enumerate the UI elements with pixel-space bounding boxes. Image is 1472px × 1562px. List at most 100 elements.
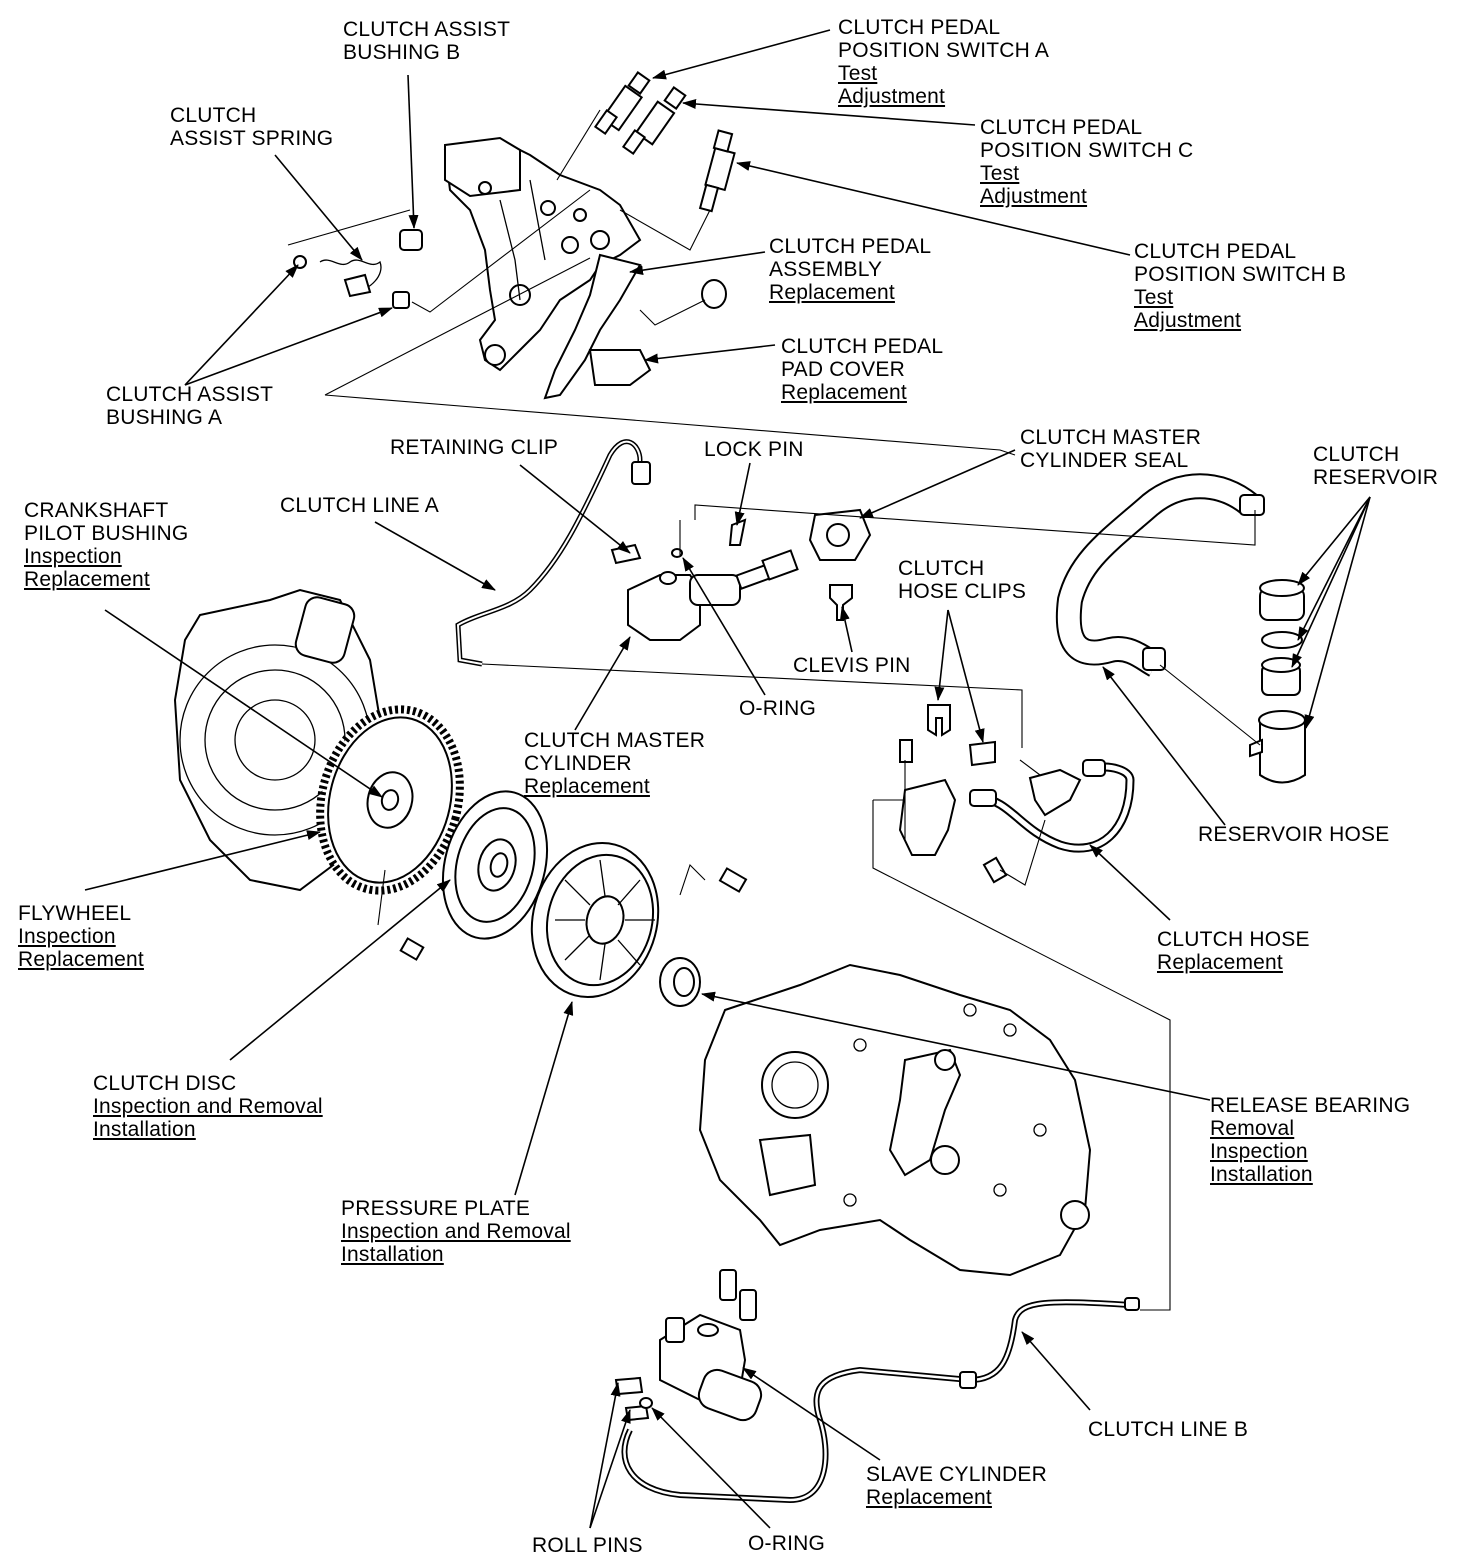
link-replacement[interactable]: Replacement [24, 568, 150, 591]
label-line: ASSIST SPRING [170, 127, 334, 150]
label-clutch-assist-bushing-b: CLUTCH ASSIST BUSHING B [343, 18, 510, 64]
label-clutch-master-cylinder: CLUTCH MASTER CYLINDER Replacement [524, 729, 705, 798]
label-line: CLUTCH PEDAL [1134, 240, 1297, 263]
label-line: CLUTCH [898, 557, 985, 580]
label-clutch-line-b: CLUTCH LINE B [1088, 1418, 1248, 1441]
label-pressure-plate: PRESSURE PLATE Inspection and Removal In… [341, 1197, 571, 1266]
link-adjustment[interactable]: Adjustment [1134, 309, 1242, 332]
link-inspection[interactable]: Inspection [18, 925, 116, 948]
label-line: CLUTCH LINE B [1088, 1418, 1249, 1441]
label-line: FLYWHEEL [18, 902, 132, 925]
label-clutch-pedal-pad-cover: CLUTCH PEDAL PAD COVER Replacement [781, 335, 943, 404]
label-line: O-RING [748, 1532, 826, 1555]
label-line: ROLL PINS [532, 1534, 643, 1557]
o-ring-lower-part [639, 1397, 653, 1409]
label-line: RELEASE BEARING [1210, 1094, 1411, 1117]
link-replacement[interactable]: Replacement [18, 948, 144, 971]
link-installation[interactable]: Installation [1210, 1163, 1313, 1186]
clutch-master-cylinder-part [627, 549, 799, 641]
link-inspection-and-removal[interactable]: Inspection and Removal [93, 1095, 323, 1118]
label-roll-pins: ROLL PINS [532, 1534, 643, 1557]
link-adjustment[interactable]: Adjustment [980, 185, 1088, 208]
link-replacement[interactable]: Replacement [769, 281, 895, 304]
pedal-bushing-part [701, 279, 727, 309]
label-line: CRANKSHAFT [24, 499, 169, 522]
flywheel-part [316, 705, 464, 895]
label-line: POSITION SWITCH A [838, 39, 1050, 62]
link-test[interactable]: Test [1134, 286, 1174, 309]
label-clutch-hose: CLUTCH HOSE Replacement [1157, 928, 1310, 974]
leader-arrows [84, 29, 1371, 1529]
label-clutch-assist-spring: CLUTCH ASSIST SPRING [170, 104, 333, 150]
label-clutch-master-cylinder-seal: CLUTCH MASTER CYLINDER SEAL [1020, 426, 1201, 472]
label-line: CLUTCH MASTER [524, 729, 706, 752]
label-release-bearing: RELEASE BEARING Removal Inspection Insta… [1210, 1094, 1410, 1186]
label-line: CLUTCH PEDAL [838, 16, 1001, 39]
pressure-plate-part [530, 841, 660, 999]
assembly-guide-lines [287, 109, 1261, 1311]
label-clutch-assist-bushing-a: CLUTCH ASSIST BUSHING A [106, 383, 273, 429]
label-line: RESERVOIR HOSE [1198, 823, 1390, 846]
label-lock-pin: LOCK PIN [704, 438, 804, 461]
label-clevis-pin: CLEVIS PIN [793, 654, 911, 677]
label-line: RETAINING CLIP [390, 436, 559, 459]
clutch-assist-spring-part [293, 255, 382, 298]
link-test[interactable]: Test [838, 62, 878, 85]
transmission-case-part [698, 963, 1092, 1277]
clutch-hose-part [898, 759, 1135, 856]
label-clutch-pedal-position-switch-a: CLUTCH PEDAL POSITION SWITCH A Test Adju… [838, 16, 1049, 108]
link-replacement[interactable]: Replacement [1157, 951, 1283, 974]
label-line: SLAVE CYLINDER [866, 1463, 1047, 1486]
clutch-disc-part [441, 790, 549, 940]
label-line: POSITION SWITCH C [980, 139, 1194, 162]
clutch-assist-bushing-b-part [399, 229, 423, 251]
release-bearing-part [659, 957, 701, 1007]
label-o-ring-lower: O-RING [748, 1532, 825, 1555]
label-line: CLUTCH PEDAL [781, 335, 944, 358]
clutch-pedal-assembly-part [443, 136, 652, 400]
link-replacement[interactable]: Replacement [781, 381, 907, 404]
link-inspection-and-removal[interactable]: Inspection and Removal [341, 1220, 571, 1243]
clutch-assist-bushing-a-part [392, 291, 410, 309]
label-line: CLUTCH ASSIST [106, 383, 274, 406]
label-line: CLUTCH [170, 104, 257, 127]
bolt-part [982, 856, 1008, 884]
link-test[interactable]: Test [980, 162, 1020, 185]
roll-pin-part [614, 1376, 644, 1396]
label-clutch-disc: CLUTCH DISC Inspection and Removal Insta… [93, 1072, 323, 1141]
clevis-pin-part [829, 584, 853, 621]
label-flywheel: FLYWHEEL Inspection Replacement [18, 902, 144, 971]
bolt-part [719, 1269, 737, 1301]
label-line: CLEVIS PIN [793, 654, 911, 677]
label-crankshaft-pilot-bushing: CRANKSHAFT PILOT BUSHING Inspection Repl… [24, 499, 188, 591]
clutch-pedal-position-switch-b-part [698, 129, 736, 213]
label-clutch-reservoir: CLUTCH RESERVOIR [1313, 443, 1438, 489]
bolt-part [718, 867, 748, 893]
label-line: BUSHING B [343, 41, 461, 64]
link-replacement[interactable]: Replacement [524, 775, 650, 798]
link-inspection[interactable]: Inspection [24, 545, 122, 568]
retaining-clip-part [610, 543, 642, 565]
label-clutch-hose-clips: CLUTCH HOSE CLIPS [898, 557, 1026, 603]
label-line: CYLINDER [524, 752, 632, 775]
label-line: O-RING [739, 697, 817, 720]
slave-cylinder-part [659, 1313, 763, 1422]
clutch-pedal-position-switch-a-part [593, 71, 651, 136]
label-line: CLUTCH PEDAL [769, 235, 932, 258]
link-inspection[interactable]: Inspection [1210, 1140, 1308, 1163]
label-line: RESERVOIR [1313, 466, 1439, 489]
link-replacement[interactable]: Replacement [866, 1486, 992, 1509]
bolt-part [899, 739, 913, 763]
link-installation[interactable]: Installation [93, 1118, 196, 1141]
clutch-pedal-position-switch-c-part [621, 86, 687, 156]
link-removal[interactable]: Removal [1210, 1117, 1295, 1140]
link-adjustment[interactable]: Adjustment [838, 85, 946, 108]
label-line: HOSE CLIPS [898, 580, 1027, 603]
label-line: ASSEMBLY [769, 258, 883, 281]
label-line: CYLINDER SEAL [1020, 449, 1189, 472]
label-line: PAD COVER [781, 358, 905, 381]
link-installation[interactable]: Installation [341, 1243, 444, 1266]
label-clutch-pedal-position-switch-b: CLUTCH PEDAL POSITION SWITCH B Test Adju… [1134, 240, 1346, 332]
